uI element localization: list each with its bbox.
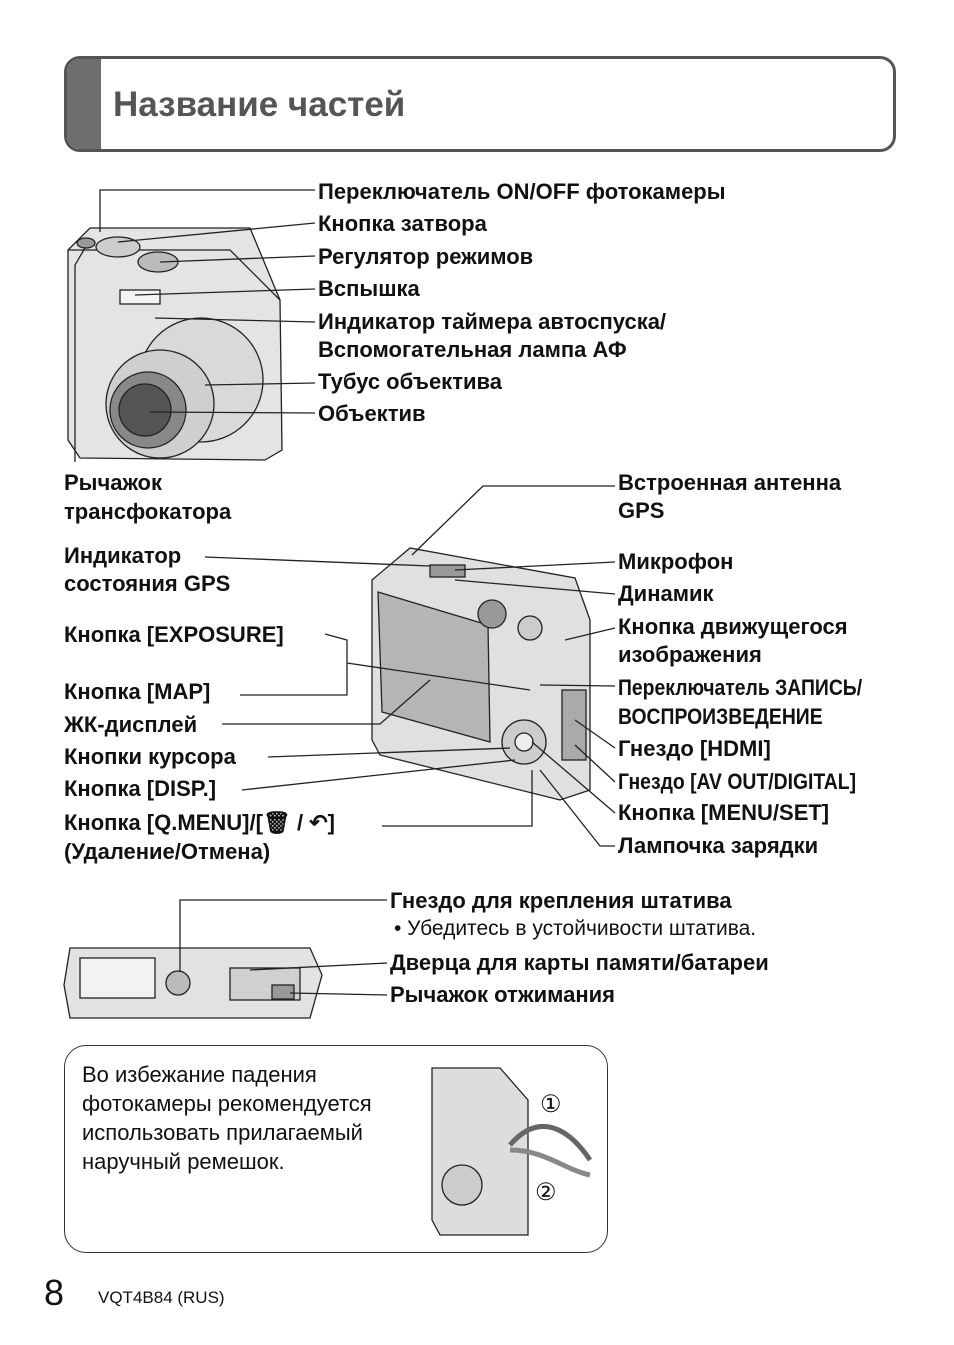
label-charge-lamp: Лампочка зарядки	[618, 833, 819, 858]
label-zoom-lever-1: Рычажок	[64, 470, 162, 495]
label-map: Кнопка [MAP]	[64, 679, 211, 704]
label-release-lever: Рычажок отжимания	[390, 982, 616, 1007]
step-2-marker: ②	[535, 1179, 557, 1206]
label-menu-set: Кнопка [MENU/SET]	[618, 800, 830, 825]
label-hdmi: Гнездо [HDMI]	[618, 736, 771, 761]
label-rec-play-switch: Переключатель ЗАПИСЬ/	[618, 675, 863, 700]
label-exposure: Кнопка [EXPOSURE]	[64, 622, 284, 647]
label-mode-dial: Регулятор режимов	[318, 244, 534, 269]
header-tab	[67, 59, 101, 149]
label-movie-button-2: изображения	[618, 642, 762, 667]
label-disp: Кнопка [DISP.]	[64, 776, 217, 801]
strap-illustration	[431, 1067, 593, 1236]
label-lcd: ЖК-дисплей	[64, 712, 198, 737]
step-1-marker: ①	[540, 1091, 562, 1118]
label-shutter: Кнопка затвора	[318, 211, 487, 236]
camera-bottom-illustration	[63, 947, 323, 1019]
return-icon: ↶	[309, 810, 328, 835]
trash-icon: 🗑	[262, 810, 291, 835]
label-microphone: Микрофон	[618, 549, 734, 574]
camera-front-illustration	[67, 227, 283, 461]
label-gps-antenna: Встроенная антенна	[618, 470, 842, 495]
section-header: Название частей	[64, 56, 896, 152]
label-rec-play-switch-2: ВОСПРОИЗВЕДЕНИЕ	[618, 704, 823, 729]
page-number: 8	[44, 1272, 65, 1313]
label-qmenu: Кнопка [Q.MENU]/[🗑 / ↶]	[64, 810, 335, 835]
label-speaker: Динамик	[618, 581, 714, 606]
label-cursor-buttons: Кнопки курсора	[64, 744, 236, 769]
label-movie-button: Кнопка движущегося	[618, 614, 848, 639]
label-zoom-lever-2: трансфокатора	[64, 499, 232, 524]
label-gps-indicator-2: состояния GPS	[64, 571, 231, 596]
label-gps-antenna-2: GPS	[618, 498, 665, 523]
label-delete-cancel: (Удаление/Отмена)	[64, 839, 271, 864]
document-code: VQT4B84 (RUS)	[98, 1288, 225, 1307]
label-card-door: Дверца для карты памяти/батареи	[390, 950, 769, 975]
strap-note-box	[64, 1045, 608, 1253]
label-gps-indicator: Индикатор	[64, 543, 182, 568]
label-av-out: Гнездо [AV OUT/DIGITAL]	[618, 769, 857, 794]
label-lens-barrel: Тубус объектива	[318, 369, 502, 394]
label-tripod: Гнездо для крепления штатива	[390, 888, 732, 913]
label-flash: Вспышка	[318, 276, 420, 301]
page-title: Название частей	[113, 85, 406, 124]
label-af-lamp: Вспомогательная лампа АФ	[318, 337, 627, 362]
label-lens: Объектив	[318, 401, 426, 426]
label-self-timer: Индикатор таймера автоспуска/	[318, 309, 667, 334]
label-power-switch: Переключатель ON/OFF фотокамеры	[318, 179, 726, 204]
strap-note-text: Во избежание падения фотокамеры рекоменд…	[82, 1062, 372, 1174]
camera-back-illustration	[371, 547, 591, 801]
tripod-note: • Убедитесь в устойчивости штатива.	[394, 917, 757, 940]
